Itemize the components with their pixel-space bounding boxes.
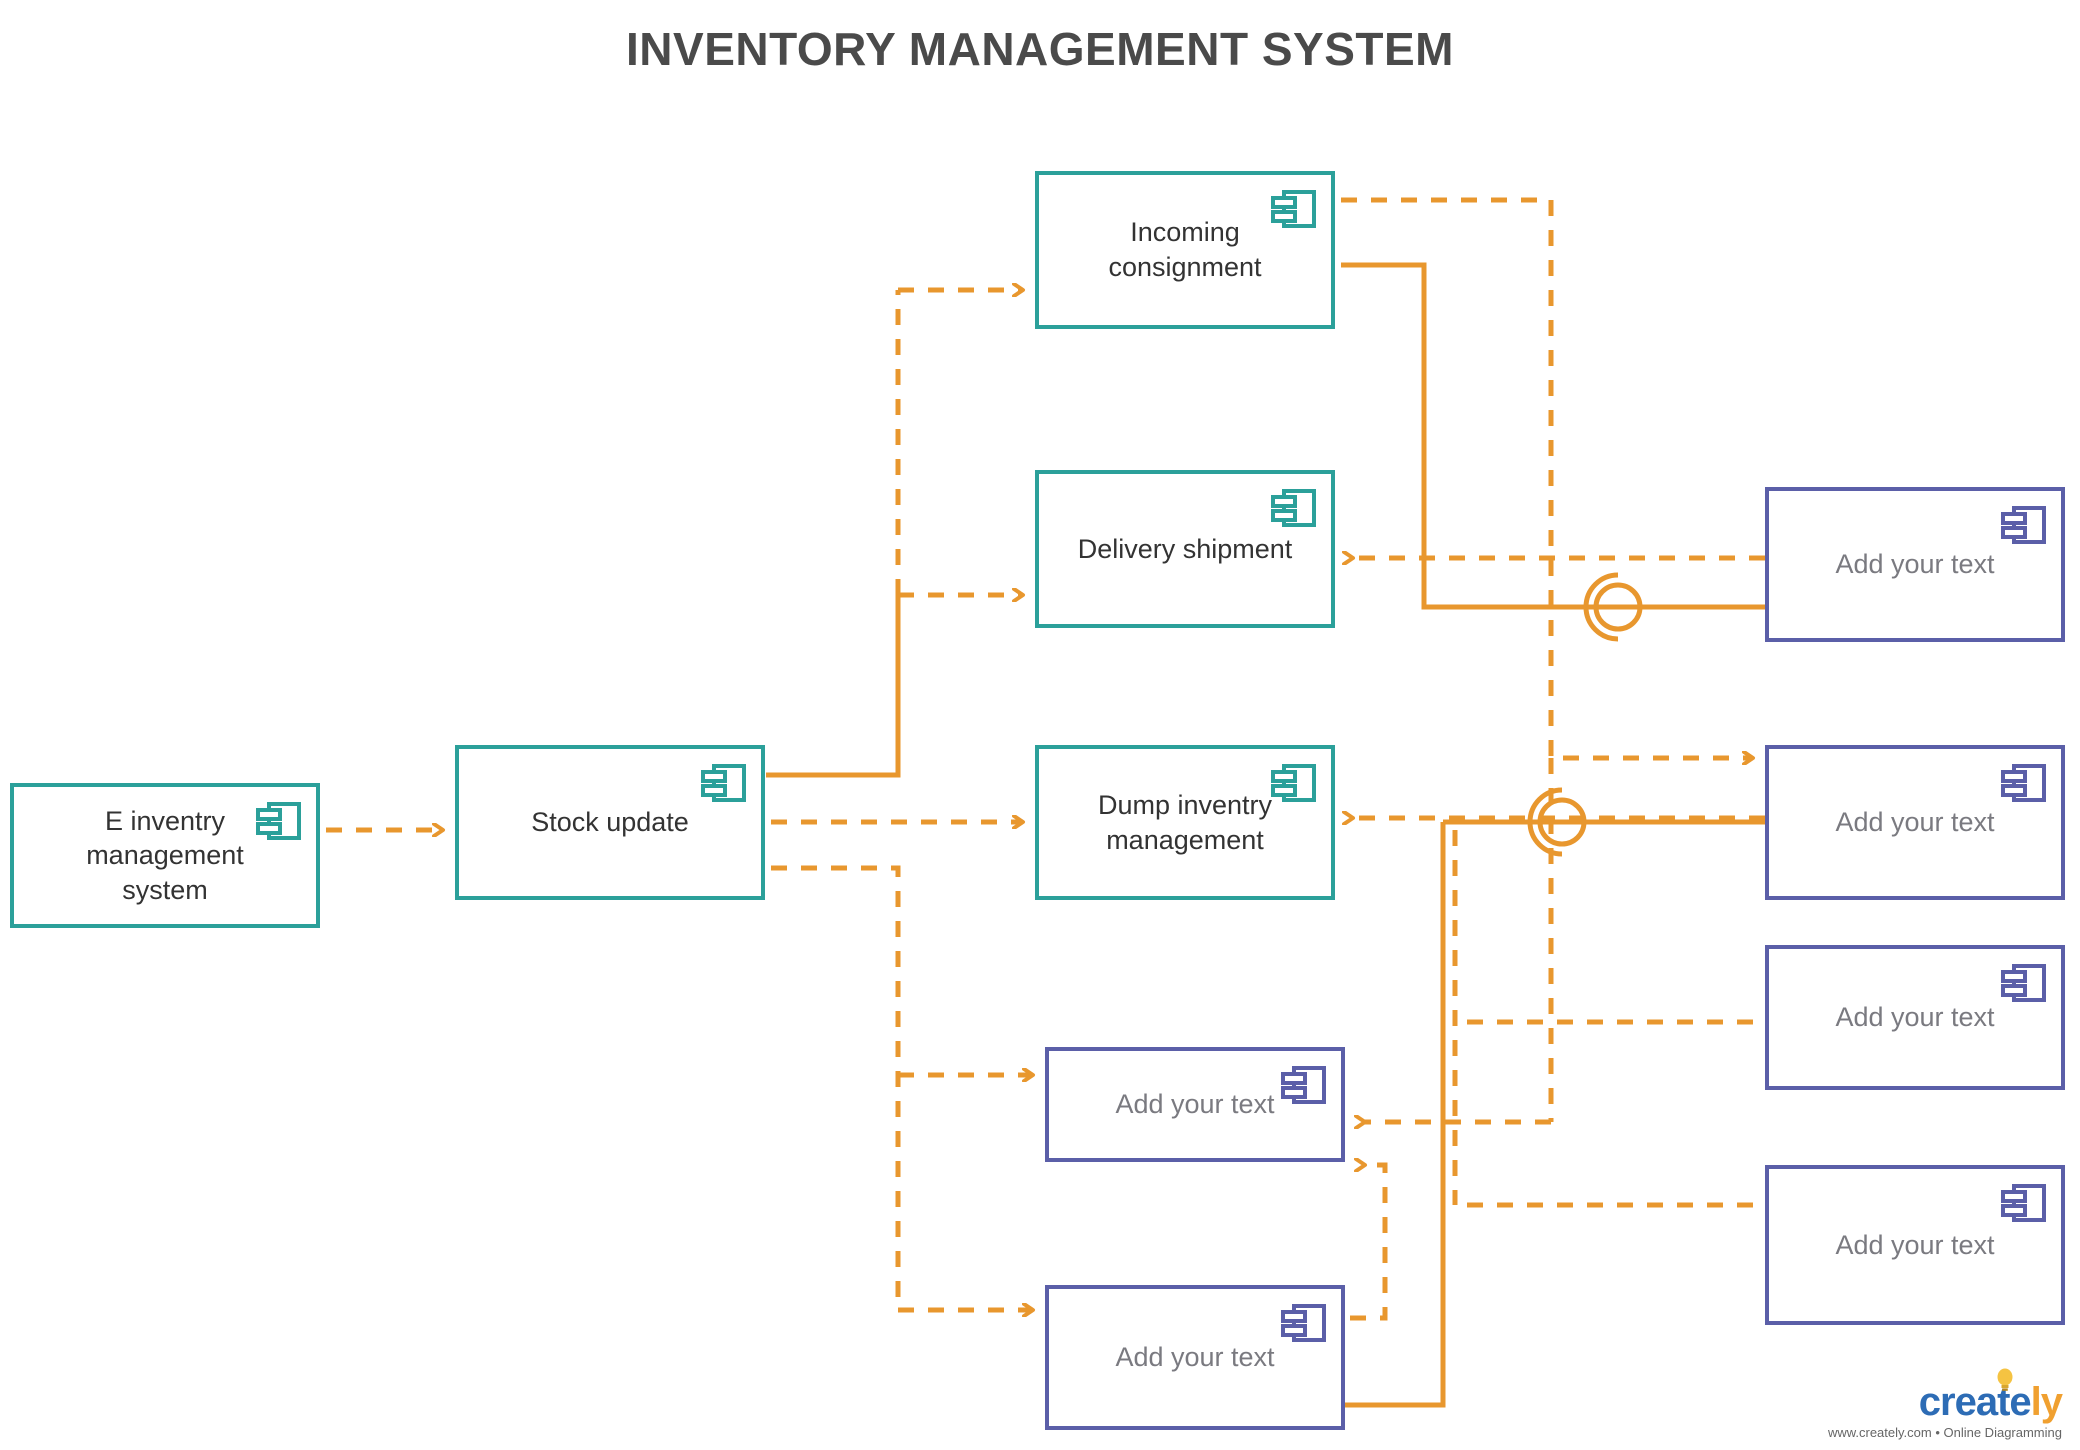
uml-component-icon bbox=[1271, 764, 1316, 802]
component-label-stock-update: Stock update bbox=[531, 807, 689, 838]
creately-tagline: www.creately.com • Online Diagramming bbox=[1827, 1425, 2062, 1440]
uml-component-icon-delivery-shipment bbox=[1271, 486, 1317, 530]
uml-component-icon-mid-placeholder-1 bbox=[1281, 1063, 1327, 1107]
uml-component-icon-right-placeholder-1 bbox=[2001, 503, 2047, 547]
uml-component-icon-incoming-consignment bbox=[1271, 187, 1317, 231]
connector-incoming-consignment-to-right-placeholder-2 bbox=[1341, 197, 1753, 758]
connector-mid-placeholder-2-to-mid-placeholder-1 bbox=[1350, 1165, 1388, 1321]
ball-and-socket-icon-lower bbox=[1527, 787, 1587, 857]
creately-logo-part2: ly bbox=[2030, 1380, 2063, 1424]
uml-component-icon-right-placeholder-4 bbox=[2001, 1181, 2047, 1225]
connector-stock-update-lower-trunk bbox=[771, 865, 901, 1310]
component-mid-placeholder-1[interactable]: Add your text bbox=[1045, 1047, 1345, 1162]
creately-logo: creately bbox=[1822, 1380, 2063, 1424]
uml-component-icon bbox=[1271, 489, 1316, 527]
component-stock-update[interactable]: Stock update bbox=[455, 745, 765, 900]
uml-component-icon-right-placeholder-2 bbox=[2001, 761, 2047, 805]
component-right-placeholder-1[interactable]: Add your text bbox=[1765, 487, 2065, 642]
component-label-mid-placeholder-1: Add your text bbox=[1115, 1089, 1275, 1120]
component-label-right-placeholder-1: Add your text bbox=[1835, 549, 1995, 580]
creately-logo-part1: creat bbox=[1918, 1380, 2011, 1424]
component-right-placeholder-2[interactable]: Add your text bbox=[1765, 745, 2065, 900]
component-delivery-shipment[interactable]: Delivery shipment bbox=[1035, 470, 1335, 628]
creately-logo-e: e bbox=[2009, 1380, 2031, 1424]
component-label-right-placeholder-4: Add your text bbox=[1835, 1229, 1995, 1260]
connector-stock-update-branch-solid bbox=[766, 595, 901, 778]
creately-watermark: creately www.creately.com • Online Diagr… bbox=[1822, 1368, 2063, 1440]
uml-component-icon bbox=[2001, 506, 2046, 544]
component-label-right-placeholder-3: Add your text bbox=[1835, 1002, 1995, 1033]
uml-component-icon-dump-inventry bbox=[1271, 761, 1317, 805]
component-label-delivery-shipment: Delivery shipment bbox=[1077, 533, 1293, 564]
component-right-placeholder-3[interactable]: Add your text bbox=[1765, 945, 2065, 1090]
component-mid-placeholder-2[interactable]: Add your text bbox=[1045, 1285, 1345, 1430]
component-label-right-placeholder-2: Add your text bbox=[1835, 807, 1995, 838]
lightbulb-icon bbox=[1997, 1368, 2013, 1391]
uml-component-icon bbox=[701, 764, 746, 802]
uml-component-icon bbox=[2001, 1184, 2046, 1222]
connector-dump-trunk-down bbox=[1345, 822, 1446, 1408]
uml-component-icon bbox=[2001, 964, 2046, 1002]
uml-component-icon bbox=[2001, 764, 2046, 802]
uml-component-icon-e-inventry bbox=[256, 799, 302, 843]
ball-and-socket-icon-upper bbox=[1583, 572, 1643, 642]
component-label-mid-placeholder-2: Add your text bbox=[1115, 1342, 1275, 1373]
uml-component-icon-stock-update bbox=[701, 761, 747, 805]
uml-component-icon bbox=[1271, 190, 1316, 228]
uml-component-icon bbox=[256, 802, 301, 840]
component-right-placeholder-4[interactable]: Add your text bbox=[1765, 1165, 2065, 1325]
uml-component-icon bbox=[1281, 1304, 1326, 1342]
uml-component-icon-mid-placeholder-2 bbox=[1281, 1301, 1327, 1345]
page-title: INVENTORY MANAGEMENT SYSTEM bbox=[626, 23, 1454, 75]
uml-component-icon-right-placeholder-3 bbox=[2001, 961, 2047, 1005]
uml-component-icon bbox=[1281, 1066, 1326, 1104]
